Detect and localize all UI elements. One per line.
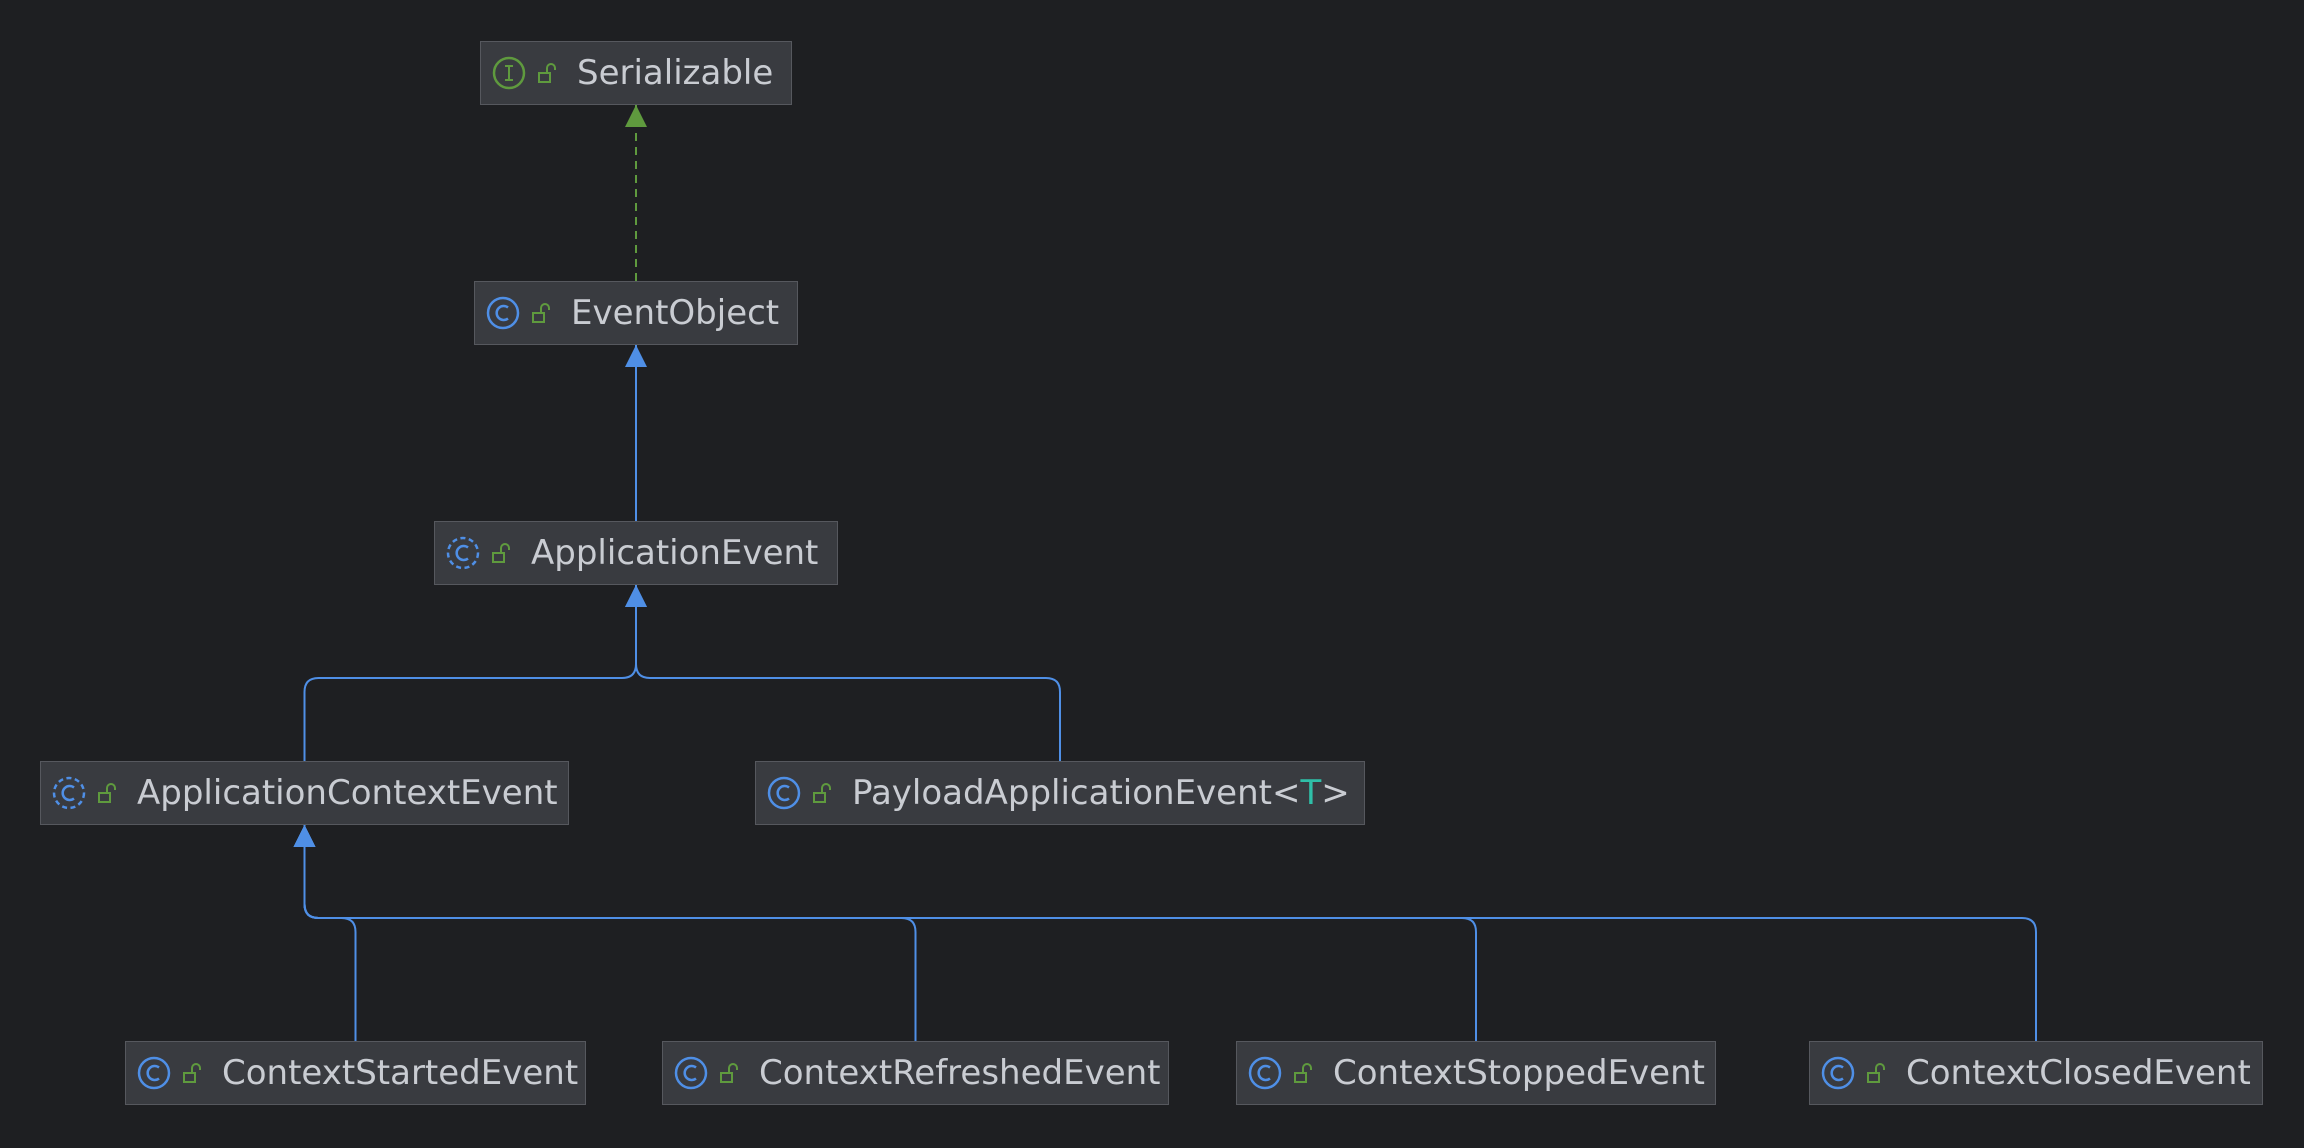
interface-icon	[492, 56, 526, 90]
edge-applicationcontextevent-to-applicationevent	[303, 585, 647, 761]
class-icon	[767, 776, 801, 810]
public-lock-icon	[183, 1063, 201, 1083]
abstract-class-icon	[52, 776, 86, 810]
node-contextrefreshedevent[interactable]: ContextRefreshedEvent	[662, 1041, 1169, 1105]
class-icon	[1248, 1056, 1282, 1090]
edge-contextrefreshedevent-to-applicationcontextevent	[293, 825, 917, 1041]
edge-contextclosedevent-to-applicationcontextevent	[293, 825, 2037, 1041]
type-parameter: T	[1300, 773, 1322, 813]
edge-contextstoppedevent-to-applicationcontextevent	[293, 825, 1477, 1041]
public-lock-icon	[492, 543, 510, 563]
class-name-suffix: >	[1321, 773, 1350, 813]
node-label: PayloadApplicationEvent<T>	[852, 761, 1350, 825]
node-label: ContextClosedEvent	[1906, 1053, 2251, 1093]
node-label: ContextStoppedEvent	[1333, 1053, 1705, 1093]
public-lock-icon	[1867, 1063, 1885, 1083]
abstract-class-icon	[446, 536, 480, 570]
node-contextstoppedevent[interactable]: ContextStoppedEvent	[1236, 1041, 1716, 1105]
node-label: ApplicationEvent	[531, 533, 819, 573]
class-icon	[674, 1056, 708, 1090]
public-lock-icon	[98, 783, 116, 803]
public-lock-icon	[813, 783, 831, 803]
edge-payloadapplicationevent-to-applicationevent	[625, 585, 1061, 761]
node-applicationcontextevent[interactable]: ApplicationContextEvent	[40, 761, 569, 825]
node-eventobject[interactable]: EventObject	[474, 281, 798, 345]
node-label: ContextStartedEvent	[222, 1053, 579, 1093]
node-label: EventObject	[571, 293, 780, 333]
node-label: ContextRefreshedEvent	[759, 1053, 1161, 1093]
node-serializable[interactable]: Serializable	[480, 41, 792, 105]
node-label: Serializable	[577, 53, 774, 93]
public-lock-icon	[720, 1063, 738, 1083]
class-icon	[486, 296, 520, 330]
public-lock-icon	[1294, 1063, 1312, 1083]
class-icon	[137, 1056, 171, 1090]
node-contextclosedevent[interactable]: ContextClosedEvent	[1809, 1041, 2263, 1105]
node-contextstartedevent[interactable]: ContextStartedEvent	[125, 1041, 586, 1105]
edge-contextstartedevent-to-applicationcontextevent	[293, 825, 357, 1041]
public-lock-icon	[538, 63, 556, 83]
class-name: PayloadApplicationEvent<	[852, 773, 1301, 813]
class-icon	[1821, 1056, 1855, 1090]
public-lock-icon	[532, 303, 550, 323]
node-label: ApplicationContextEvent	[137, 773, 558, 813]
node-payloadapplicationevent[interactable]: PayloadApplicationEvent<T>	[755, 761, 1365, 825]
node-applicationevent[interactable]: ApplicationEvent	[434, 521, 838, 585]
